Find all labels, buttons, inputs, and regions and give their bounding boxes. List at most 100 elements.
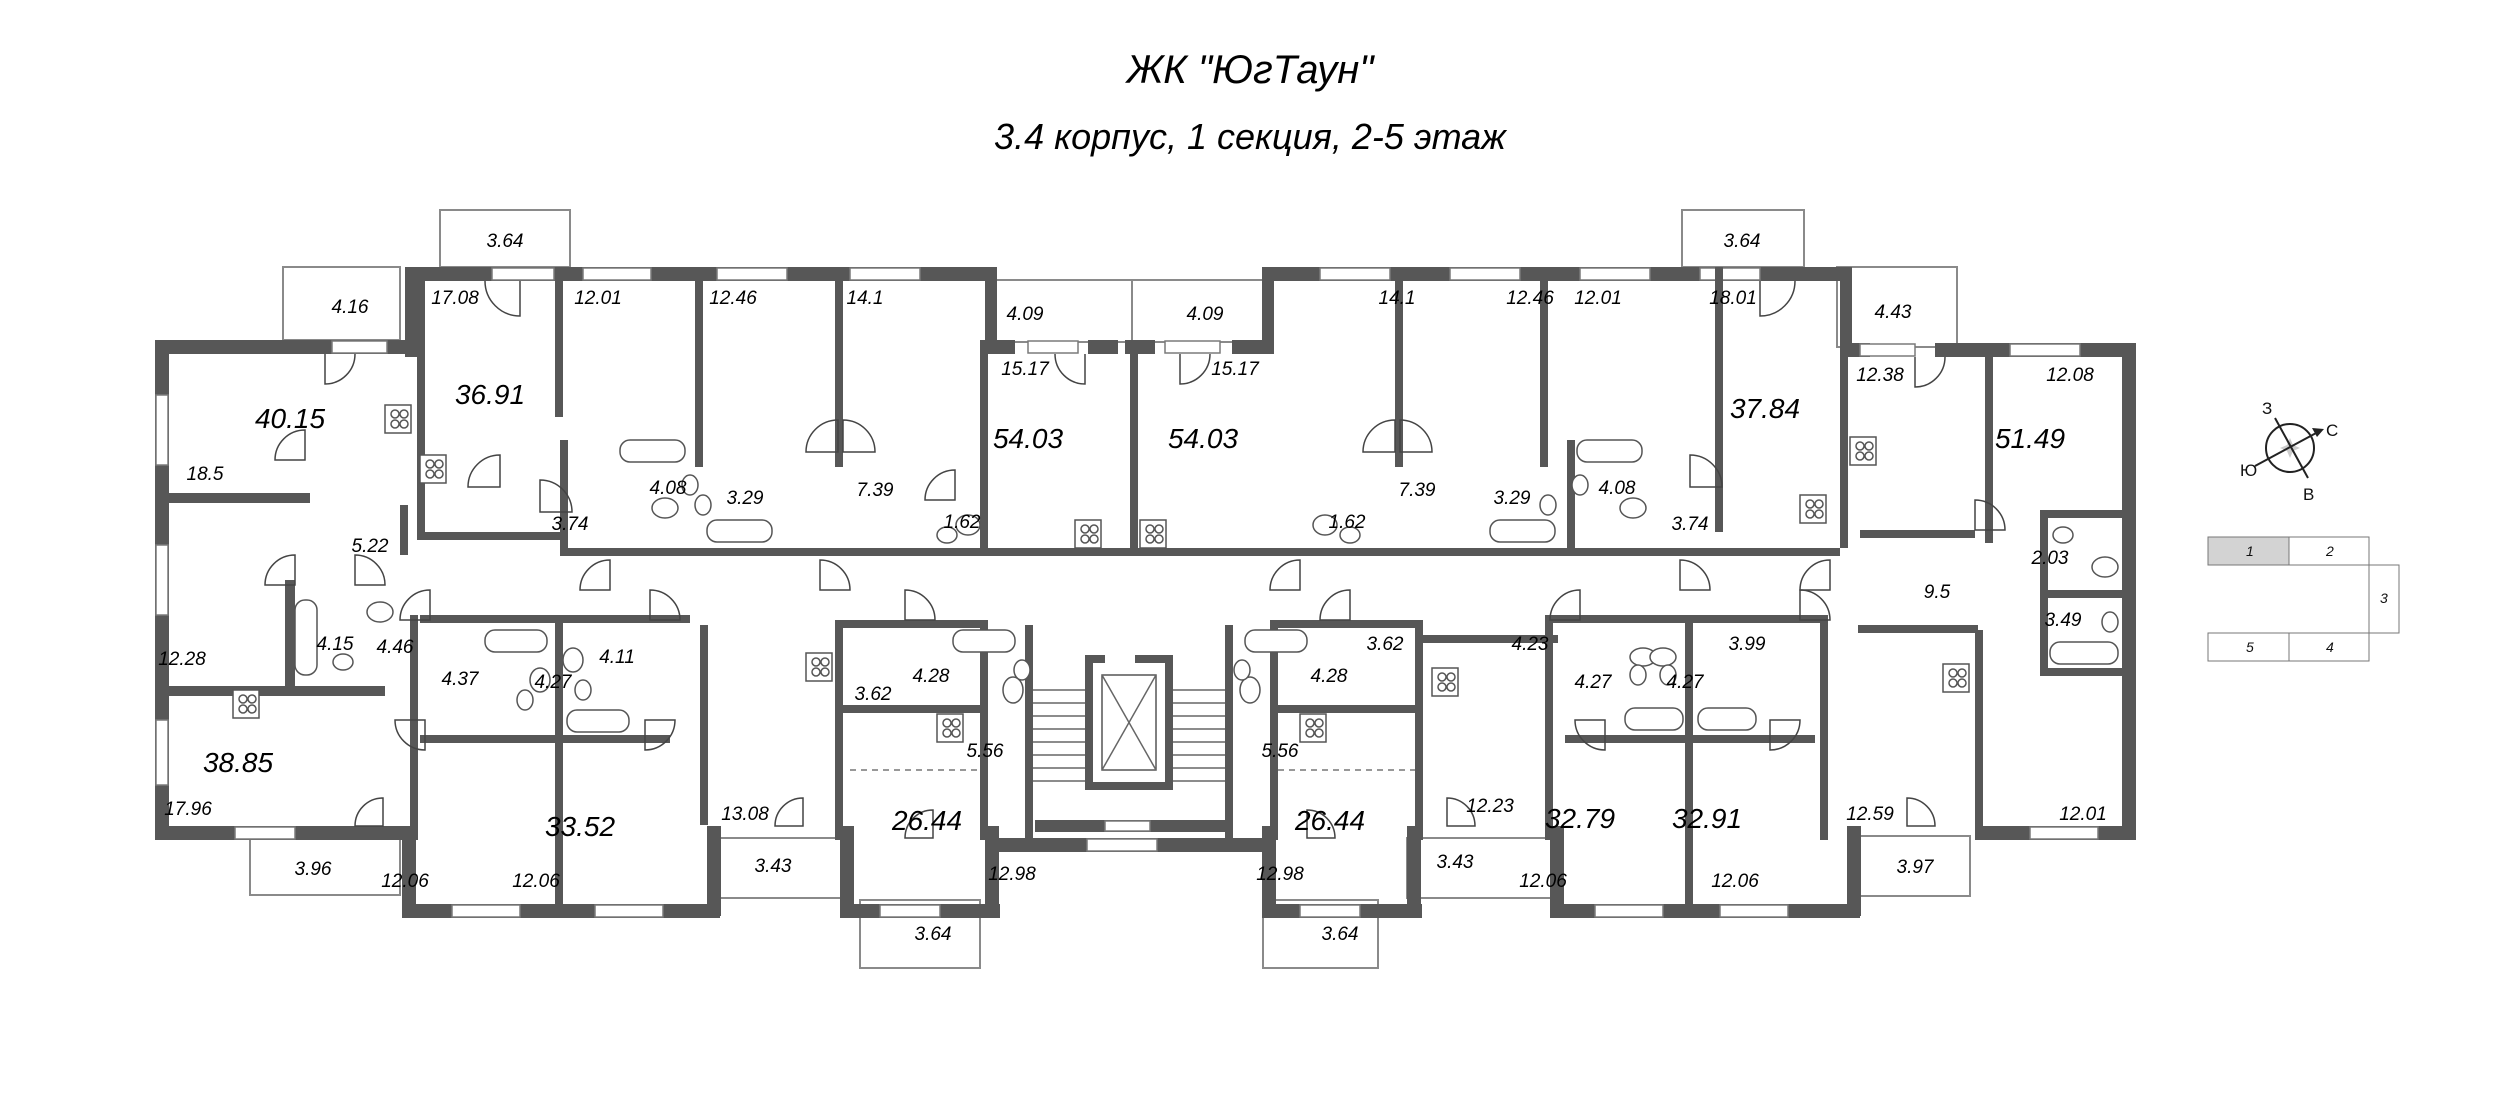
fixtures [232,404,2119,743]
room-area: 4.28 [1311,666,1348,687]
sink-icon [516,689,534,711]
room-area: 7.39 [857,480,894,501]
room-area: 4.27 [1667,672,1705,693]
room-area: 5.56 [1262,741,1299,762]
room-area: 4.08 [1599,478,1636,499]
exterior-walls [155,267,2136,918]
room-area: 7.39 [1399,480,1436,501]
section-1-cell [2207,536,2290,566]
room-area: 4.27 [1575,672,1613,693]
interior-walls [155,267,2130,915]
balconies [249,209,1971,969]
bathtub-icon [952,629,1016,653]
sink-icon [1233,659,1251,681]
room-area: 4.08 [650,478,687,499]
apartment-total-area: 26.44 [1294,805,1365,836]
room-area: 3.96 [295,859,332,880]
room-area: 12.98 [988,864,1036,885]
sink-icon [936,526,958,544]
room-area: 17.08 [431,288,479,309]
room-area: 12.28 [158,649,206,670]
bathtub-icon [2049,641,2119,665]
section-2-cell [2288,536,2370,566]
apartment-total-area: 37.84 [1730,393,1800,424]
stair-steps [1033,689,1225,782]
room-area: 13.08 [721,804,769,825]
compass-circle [2265,423,2315,473]
room-area: 14.1 [1379,288,1416,309]
stove-icon [1799,494,1827,524]
bathtub-icon [1624,707,1684,731]
room-area: 1.62 [944,512,981,533]
sink-icon [2101,611,2119,633]
room-area: 18.01 [1709,288,1757,309]
toilet-icon [529,667,551,693]
stove-icon [1074,519,1102,549]
room-area: 3.74 [552,514,589,535]
sink-icon [1629,664,1647,686]
compass-west: З [2262,399,2272,418]
room-area: 4.15 [317,634,354,655]
room-area: 2.03 [2031,548,2069,569]
bathtub-icon [619,439,686,463]
room-area: 3.99 [1729,634,1766,655]
room-area: 15.17 [1211,359,1260,380]
section-2-label: 2 [2325,543,2334,559]
room-area: 3.64 [487,231,524,252]
room-area: 3.74 [1672,514,1709,535]
sink-icon [1013,659,1031,681]
section-5-cell [2207,632,2290,662]
sink-icon [1339,526,1361,544]
room-area: 12.46 [709,288,757,309]
stove-icon [419,454,447,484]
toilet-icon [366,601,394,623]
bathtub-icon [1697,707,1757,731]
room-area: 4.28 [913,666,950,687]
stove-icon [232,689,260,719]
room-area: 3.62 [1367,634,1404,655]
bathtub-icon [294,599,318,676]
apartment-total-area: 32.79 [1545,803,1615,834]
section-3-cell [2368,564,2400,634]
section-5-label: 5 [2246,639,2254,655]
room-area: 12.59 [1846,804,1894,825]
room-area: 1.62 [1329,512,1366,533]
stove-icon [1849,436,1877,466]
elevator-shaft [1085,654,1173,790]
room-area: 12.98 [1256,864,1304,885]
stove-icon [1299,713,1327,743]
room-area: 4.46 [377,637,414,658]
stove-icon [936,713,964,743]
toilet-icon [1649,647,1677,667]
apartment-total-area: 36.91 [455,379,525,410]
apartment-total-area: 26.44 [891,805,962,836]
room-area: 4.09 [1187,304,1224,325]
room-area: 12.08 [2046,365,2094,386]
sink-icon [681,474,699,496]
apartment-total-area: 38.85 [203,747,273,778]
room-area: 3.43 [755,856,792,877]
toilet-icon [651,497,679,519]
section-3-label: 3 [2380,590,2388,606]
room-area: 18.5 [187,464,224,485]
sink-icon [1659,664,1677,686]
compass: С Ю В З [2240,399,2338,504]
room-area: 12.01 [1574,288,1622,309]
toilet-icon [1239,676,1261,704]
room-area: 3.97 [1897,857,1935,878]
room-area: 4.16 [332,297,369,318]
toilet-icon [955,514,981,536]
room-area: 3.49 [2045,610,2082,631]
sink-icon [1571,474,1589,496]
sink-icon [574,679,592,701]
room-area: 12.38 [1856,365,1904,386]
room-area: 3.29 [727,488,764,509]
stove-icon [1431,667,1459,697]
page-subtitle: 3.4 корпус, 1 секция, 2-5 этаж [994,116,1506,157]
room-area: 4.09 [1007,304,1044,325]
room-area: 3.29 [1494,488,1531,509]
bathtub-icon [1244,629,1308,653]
room-area: 14.1 [847,288,884,309]
room-area: 12.01 [574,288,622,309]
